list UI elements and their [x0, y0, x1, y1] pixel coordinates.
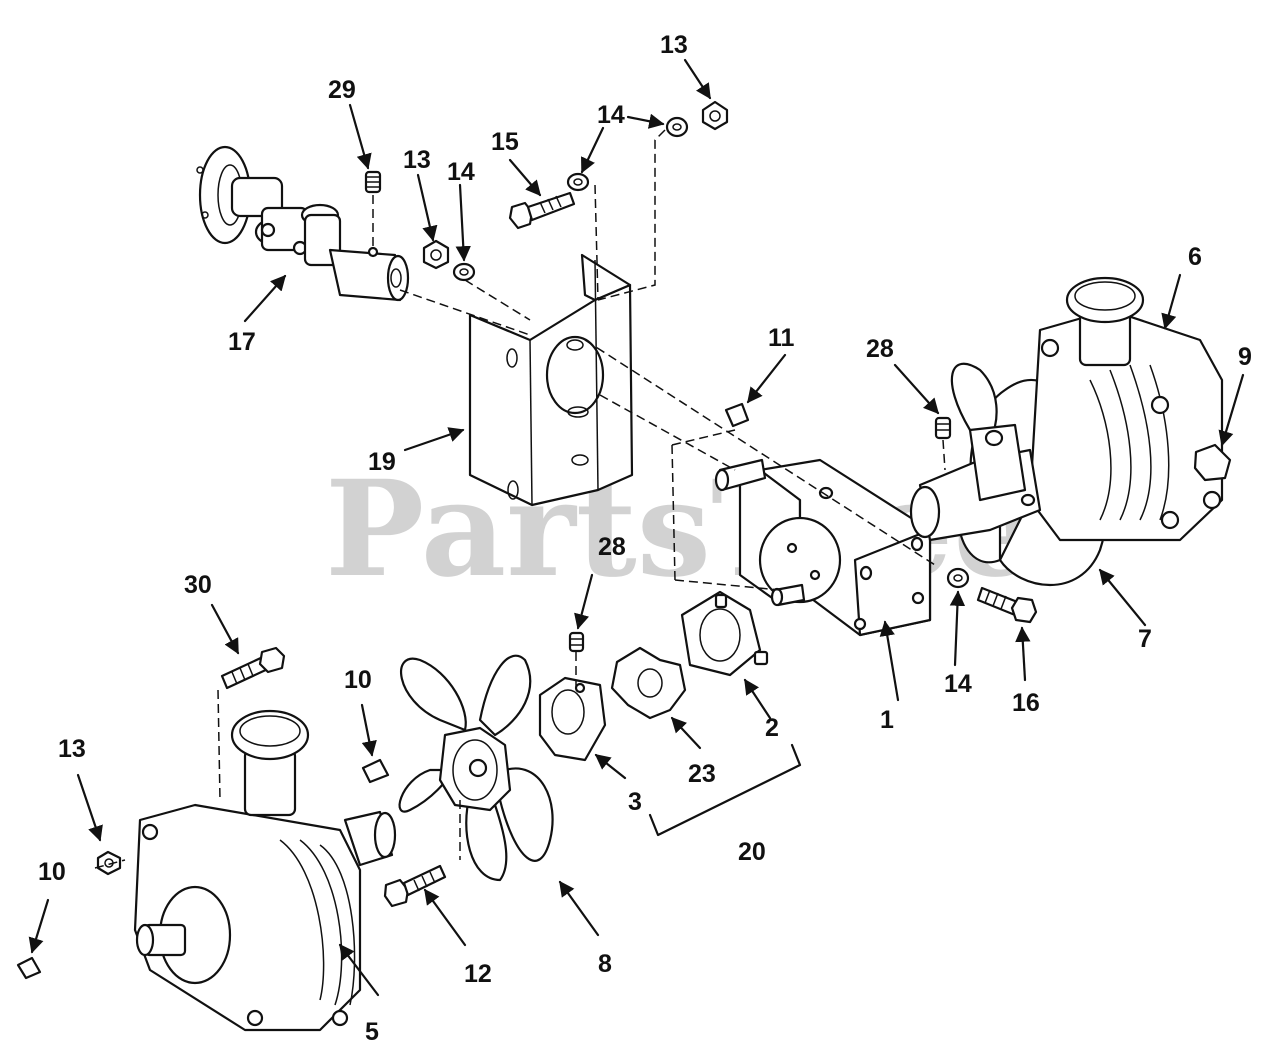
callout-28-right: 28	[866, 335, 894, 363]
nut-13-upper-left	[422, 239, 450, 270]
callout-23: 23	[688, 760, 716, 788]
callout-12: 12	[464, 960, 492, 988]
callout-30: 30	[184, 571, 212, 599]
callout-16: 16	[1012, 689, 1040, 717]
group-bracket-20	[648, 743, 802, 837]
callout-3: 3	[628, 788, 642, 816]
key-10-bottom-left	[16, 956, 42, 980]
gearbox-part-6	[909, 276, 1232, 542]
washer-14-right	[946, 567, 970, 589]
nut-13-top-right	[701, 100, 729, 131]
callout-10-center: 10	[344, 666, 372, 694]
callout-13-top: 13	[660, 31, 688, 59]
callout-29: 29	[328, 76, 356, 104]
key-10-center	[361, 758, 390, 784]
callout-14-top: 14	[597, 101, 625, 129]
bolt-16-part	[976, 586, 1038, 624]
callout-9: 9	[1238, 343, 1252, 371]
callout-11: 11	[768, 324, 795, 352]
bolt-30-part	[220, 646, 286, 690]
setscrew-28-center	[568, 631, 585, 653]
callout-15: 15	[491, 128, 519, 156]
key-11-part	[724, 402, 750, 428]
gearbox-part-5	[133, 709, 397, 1032]
gearbox-part-1	[714, 458, 932, 637]
callout-labels: 1 2 3 5 6 7 8 9 10 10 11 12 13 13 13 14 …	[38, 31, 1252, 1046]
callout-7: 7	[1138, 625, 1152, 653]
coupling-half-part-3	[538, 676, 607, 762]
callout-6: 6	[1188, 243, 1202, 271]
callout-10-left: 10	[38, 858, 66, 886]
alignment-lines	[94, 129, 946, 869]
callout-17: 17	[228, 328, 256, 356]
washer-14-upper-left	[452, 262, 476, 282]
nut-13-left	[96, 850, 122, 876]
callout-13-upper-left: 13	[403, 146, 431, 174]
bolt-12-part	[383, 864, 447, 908]
callout-28-center: 28	[598, 533, 626, 561]
bolt-15-part	[508, 191, 576, 230]
callout-8: 8	[598, 950, 612, 978]
callout-1: 1	[880, 706, 894, 734]
callout-20: 20	[738, 838, 766, 866]
coupling-half-part-2	[680, 590, 769, 677]
universal-joint-part	[196, 145, 410, 302]
mounting-bracket-part	[468, 253, 634, 507]
setscrew-28-right	[934, 416, 952, 440]
fan-part-8	[398, 654, 554, 882]
callout-14-right: 14	[944, 670, 972, 698]
setscrew-29-part	[364, 170, 382, 194]
spider-insert-part-23	[610, 646, 687, 720]
washer-14-top	[566, 116, 689, 192]
callout-2: 2	[765, 714, 779, 742]
leader-arrows	[28, 58, 1245, 997]
callout-19: 19	[368, 448, 396, 476]
callout-13-left: 13	[58, 735, 86, 763]
callout-14-upper-left: 14	[447, 158, 475, 186]
callout-5: 5	[365, 1018, 379, 1046]
